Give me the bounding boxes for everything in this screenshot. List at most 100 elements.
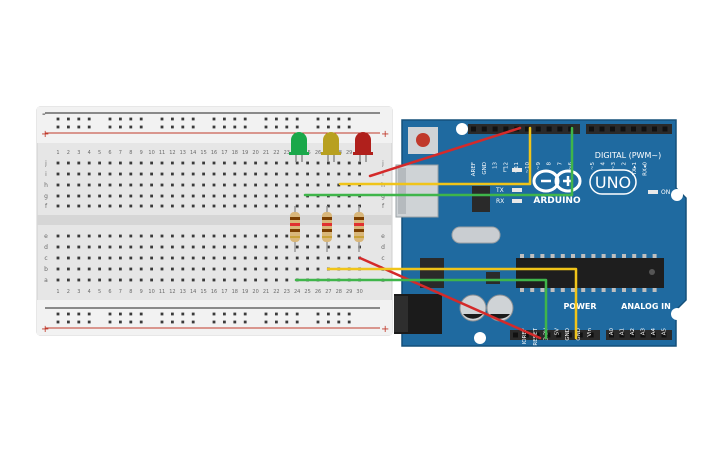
terminal-hole (202, 267, 205, 271)
yellow-wire-pin13[interactable] (338, 126, 532, 186)
terminal-hole (223, 183, 226, 187)
header-pin-hole[interactable] (577, 332, 583, 338)
header-pin-hole[interactable] (641, 126, 647, 132)
terminal-hole (243, 161, 247, 165)
header-pin-hole[interactable] (661, 332, 667, 338)
chip-leg (581, 288, 586, 292)
header-pin-hole[interactable] (662, 126, 668, 132)
terminal-hole (264, 278, 268, 282)
terminal-hole (264, 172, 268, 176)
chip-leg (601, 254, 606, 258)
resistor (322, 206, 332, 252)
header-pin-hole[interactable] (492, 126, 498, 132)
chip-leg (550, 254, 555, 258)
header-pin-hole[interactable] (619, 332, 625, 338)
terminal-hole (67, 204, 70, 208)
rail-hole (56, 312, 60, 316)
column-number: 11 (159, 150, 165, 156)
header-pin-hole[interactable] (568, 126, 574, 132)
header-pin-hole[interactable] (471, 126, 476, 132)
terminal-hole (191, 204, 195, 208)
header-pin-hole[interactable] (588, 332, 594, 338)
yellow-wire-5v[interactable] (326, 267, 578, 340)
header-pin-hole[interactable] (534, 332, 540, 338)
header-pin-hole[interactable] (567, 332, 572, 338)
terminal-hole (337, 256, 341, 260)
terminal-hole (139, 234, 143, 238)
header-pin-hole[interactable] (557, 126, 563, 132)
pin-label: TX▸1 (632, 162, 638, 176)
terminal-hole (243, 245, 247, 249)
rail-hole (56, 320, 60, 324)
header-pin-hole[interactable] (503, 126, 509, 132)
header-pin-hole[interactable] (640, 332, 646, 338)
terminal-hole (275, 172, 278, 176)
terminal-hole (191, 194, 195, 198)
terminal-hole (306, 161, 309, 165)
header-pin-hole[interactable] (609, 332, 614, 338)
terminal-hole (275, 194, 278, 198)
chip-leg (581, 254, 586, 258)
red-wire-gnd-bottom[interactable] (358, 256, 542, 340)
top-rail-minus-label: - (42, 109, 46, 120)
column-number: 2 (67, 150, 70, 156)
header-pin-hole[interactable] (651, 332, 656, 338)
terminal-hole (223, 204, 226, 208)
header-pin-hole[interactable] (631, 126, 636, 132)
header-pin-hole[interactable] (481, 126, 487, 132)
terminal-hole (285, 161, 289, 165)
header-pin-hole[interactable] (556, 332, 562, 338)
column-number: 4 (88, 289, 91, 295)
reset-button[interactable] (416, 133, 430, 147)
pin-label: RX◂0 (643, 162, 649, 176)
rx-label: RX (496, 198, 504, 205)
red-wire-gnd-top[interactable] (368, 126, 522, 178)
header-pin-hole[interactable] (610, 126, 615, 132)
terminal-hole (77, 256, 81, 260)
rail-hole (67, 125, 70, 129)
header-pin-hole[interactable] (513, 332, 518, 338)
rail-hole (87, 320, 91, 324)
terminal-hole (285, 194, 289, 198)
resistor-band (322, 223, 332, 226)
rail-hole (171, 320, 174, 324)
column-number: 11 (159, 289, 165, 295)
rail-hole (275, 320, 278, 324)
terminal-hole (108, 161, 112, 165)
header-pin-hole[interactable] (599, 126, 605, 132)
terminal-hole (233, 194, 237, 198)
rail-hole (327, 117, 330, 121)
terminal-hole (181, 234, 185, 238)
resistor-band (290, 217, 300, 220)
header-pin-hole[interactable] (525, 126, 530, 132)
row-letter: c (44, 255, 47, 262)
terminal-hole (295, 256, 299, 260)
green-wire-gnd[interactable] (294, 278, 548, 340)
green-wire-pin8[interactable] (303, 126, 574, 197)
on-led (648, 190, 658, 194)
header-pin-hole[interactable] (545, 332, 551, 338)
chip-leg (632, 254, 637, 258)
header-pin-hole[interactable] (546, 126, 552, 132)
terminal-hole (285, 204, 289, 208)
terminal-hole (295, 245, 299, 249)
header-pin-hole[interactable] (630, 332, 635, 338)
header-pin-hole[interactable] (589, 126, 594, 132)
header-pin-hole[interactable] (620, 126, 626, 132)
header-pin-hole[interactable] (535, 126, 541, 132)
terminal-hole (285, 256, 289, 260)
row-letter: d (44, 244, 48, 251)
rail-hole (327, 320, 330, 324)
header-pin-hole[interactable] (523, 332, 529, 338)
column-number: 5 (98, 150, 101, 156)
terminal-hole (160, 204, 164, 208)
terminal-hole (327, 204, 330, 208)
terminal-hole (150, 278, 153, 282)
terminal-hole (67, 245, 70, 249)
terminal-hole (98, 204, 101, 208)
header-pin-hole[interactable] (652, 126, 657, 132)
chip-leg (622, 254, 626, 258)
terminal-hole (233, 278, 237, 282)
terminal-hole (160, 256, 164, 260)
